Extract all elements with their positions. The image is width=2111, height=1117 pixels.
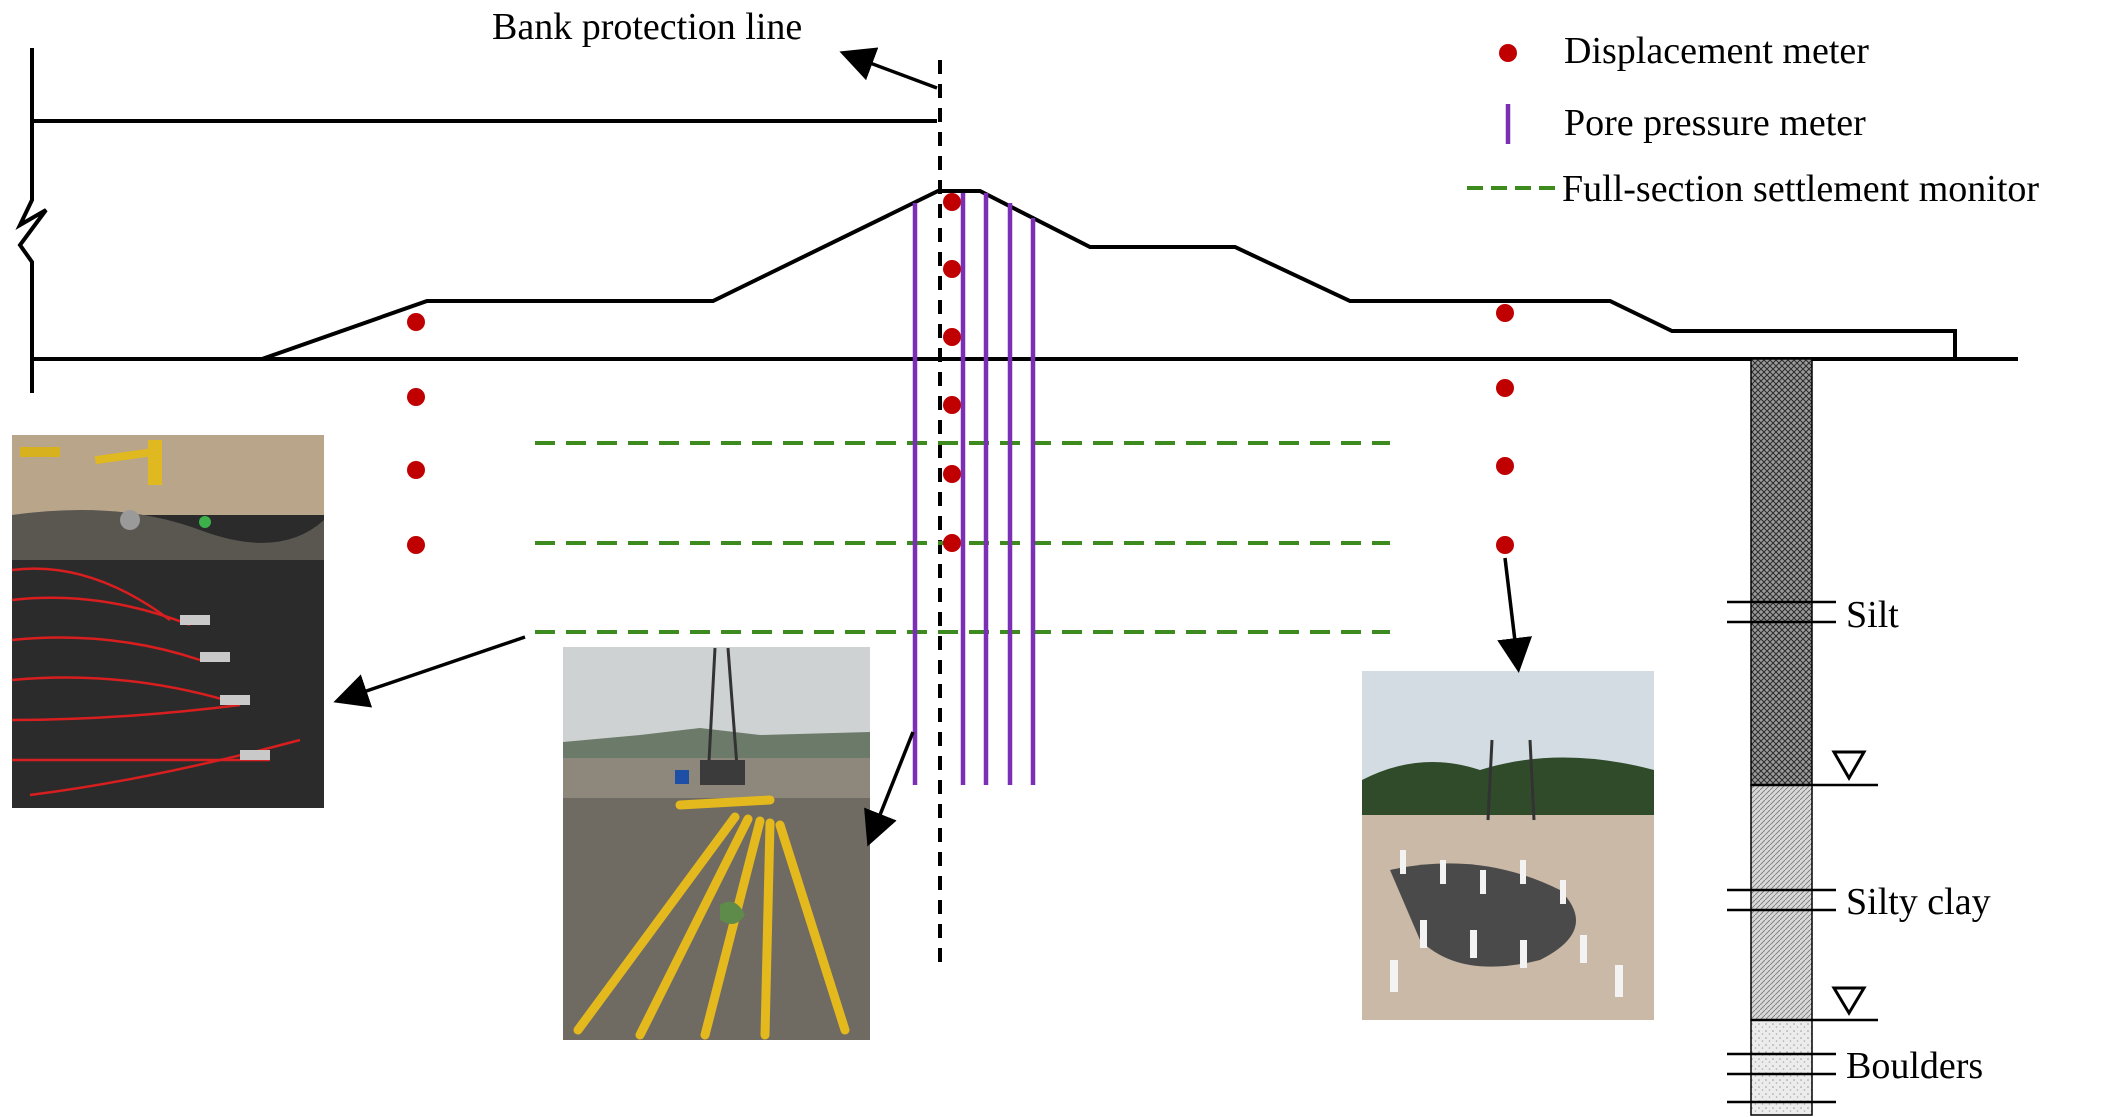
settlement-monitors [535,441,1390,634]
photo-installed-meters-arrow [1497,557,1533,673]
displacement-meter [1496,379,1514,397]
legend-displacement-symbol [1499,44,1517,62]
soil-label-silty-clay: Silty clay [1846,881,1991,923]
displacement-meter [407,461,425,479]
soil-layer-silty-clay [1750,784,1813,1021]
displacement-meter [943,193,961,211]
bank-protection-line-arrow [839,47,938,90]
water-table-icon [1831,986,1867,1016]
legend-displacement-label: Displacement meter [1564,30,1869,72]
legend-settlement-label: Full-section settlement monitor [1562,168,2039,210]
photo-displacement-sensors-arrow [333,635,526,708]
displacement-meter [943,396,961,414]
bank-protection-line-label: Bank protection line [492,6,802,48]
soil-layer-silt [1750,358,1813,786]
soil-label-silt: Silt [1846,594,1899,636]
photo-installed-meters [1362,671,1654,1020]
soil-label-boulders: Boulders [1846,1045,1983,1087]
structure-outline [15,48,2018,393]
left-boundary-break-line [15,48,48,393]
displacement-meter [943,260,961,278]
displacement-meter [407,313,425,331]
photo-displacement-sensors [11,435,324,808]
displacement-meter [943,465,961,483]
legend: Displacement meter Pore pressure meter F… [1467,30,2039,210]
displacement-meter [1496,457,1514,475]
soil-column: Silt Silty clay Boulders [1727,358,1991,1116]
displacement-meter [1496,304,1514,322]
displacement-meter [407,536,425,554]
displacement-meter [943,534,961,552]
embankment-profile [261,189,1957,361]
photo-settlement-pipes [563,647,870,1040]
pore-pressure-meters [912,193,1036,785]
water-table-icon [1831,750,1867,782]
legend-pore-pressure-label: Pore pressure meter [1564,102,1866,144]
displacement-meter [943,328,961,346]
displacement-meter [407,388,425,406]
soil-layer-boulders [1750,1019,1813,1116]
photo-settlement-pipes-arrow [864,731,915,847]
displacement-meters [407,193,1514,554]
displacement-meter [1496,536,1514,554]
